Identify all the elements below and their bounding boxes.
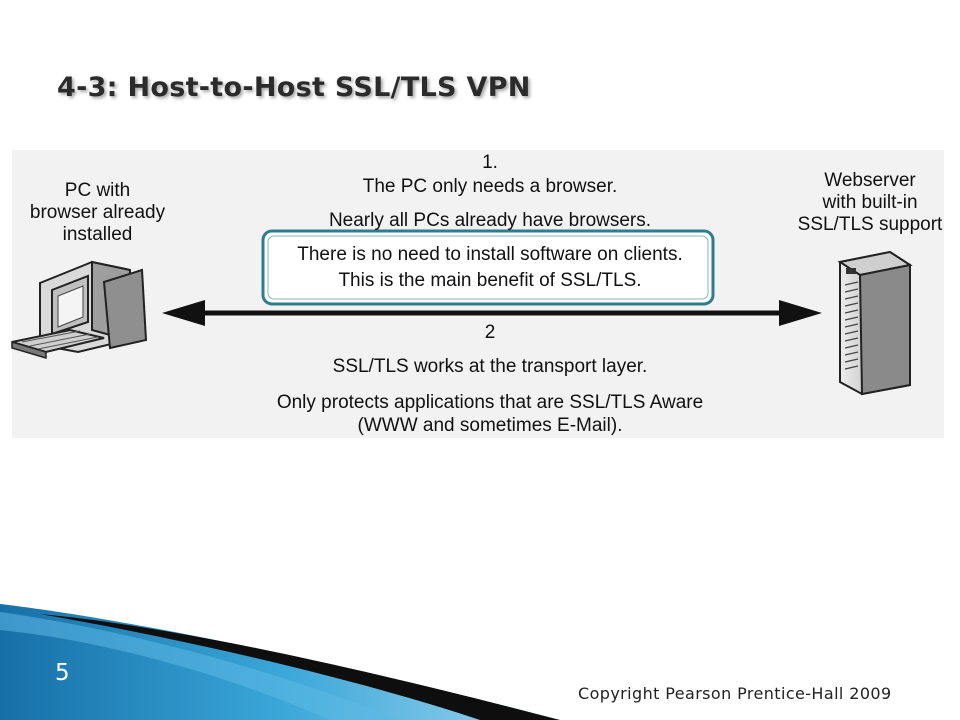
point2-line2: Only protects applications that are SSL/… <box>276 392 704 413</box>
highlight-line1: There is no need to install software on … <box>297 244 683 265</box>
server-label-line: Webserver <box>824 170 916 191</box>
point2-line3: (WWW and sometimes E-Mail). <box>357 415 623 436</box>
highlight-box <box>261 229 715 306</box>
pc-label-line: browser already <box>29 202 166 223</box>
server-label: Webserver with built-in SSL/TLS support <box>790 170 950 236</box>
pc-label-line: PC with <box>64 180 131 201</box>
server-icon <box>837 250 913 396</box>
point1-number: 1. <box>482 152 498 173</box>
copyright-text: Copyright Pearson Prentice-Hall 2009 <box>578 684 892 703</box>
server-label-line: with built-in <box>822 192 918 213</box>
footer-swoosh <box>0 604 560 720</box>
point1-line2: Nearly all PCs already have browsers. <box>328 210 652 231</box>
point2-lines: Only protects applications that are SSL/… <box>240 391 740 437</box>
connection-arrow <box>162 300 822 326</box>
point2-number: 2 <box>484 322 496 343</box>
page-number: 5 <box>55 660 70 686</box>
point2-line1: SSL/TLS works at the transport layer. <box>332 356 648 377</box>
point1-line1: The PC only needs a browser. <box>362 176 618 197</box>
pc-icon <box>11 260 148 360</box>
highlight-line2: This is the main benefit of SSL/TLS. <box>338 270 642 291</box>
pc-label: PC with browser already installed <box>20 180 175 246</box>
slide-title: 4-3: Host-to-Host SSL/TLS VPN <box>57 72 531 103</box>
server-label-line: SSL/TLS support <box>797 214 943 235</box>
pc-label-line: installed <box>62 224 133 245</box>
